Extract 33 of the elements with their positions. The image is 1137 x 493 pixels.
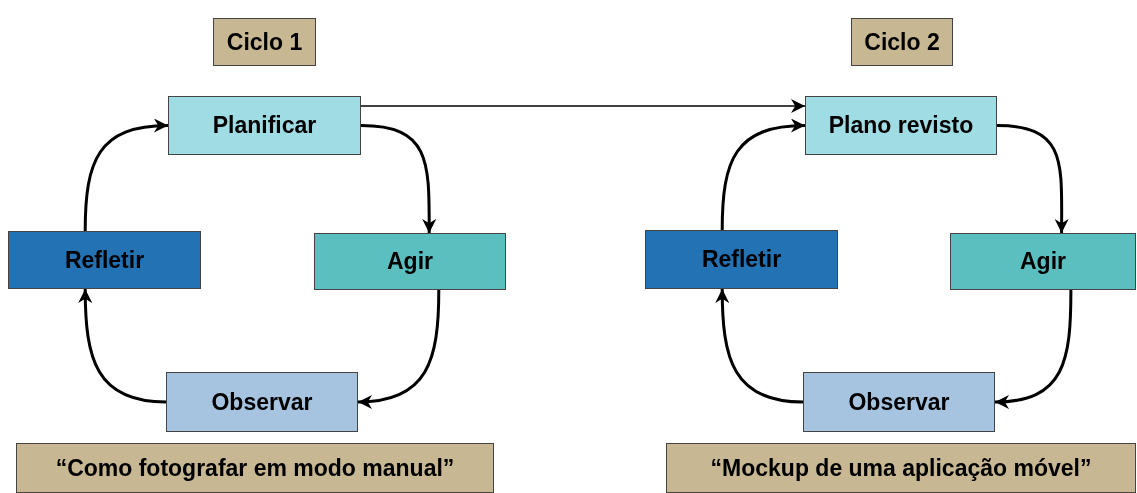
- node-label: Observar: [848, 387, 950, 417]
- process-box: [314, 233, 506, 290]
- node-label: Planificar: [212, 111, 317, 140]
- process-box: [8, 231, 201, 289]
- node-label: Plano revisto: [828, 111, 974, 140]
- process-box: [168, 96, 361, 155]
- node-label: Observar: [211, 387, 313, 417]
- title-label-box: [851, 18, 953, 66]
- node-label: “Mockup de uma aplicação móvel”: [710, 453, 1092, 483]
- arrow: [83, 119, 169, 232]
- arrow: [994, 290, 1073, 409]
- node-label: Ciclo 1: [226, 27, 303, 57]
- node-label: Agir: [387, 247, 433, 276]
- arrow: [360, 124, 437, 233]
- process-box: [803, 372, 995, 432]
- node-label: Refletir: [64, 245, 145, 275]
- arrow: [715, 288, 804, 404]
- node-label: Agir: [1020, 247, 1066, 276]
- title-label-box: [666, 443, 1136, 493]
- arrow: [360, 99, 806, 114]
- arrow: [357, 289, 441, 409]
- process-box: [645, 230, 838, 289]
- arrow: [720, 119, 806, 231]
- process-box: [805, 96, 997, 155]
- title-label-box: [213, 18, 316, 66]
- node-label: “Como fotografar em modo manual”: [55, 453, 455, 483]
- node-label: Ciclo 2: [864, 27, 940, 57]
- arrow: [996, 124, 1069, 233]
- title-label-box: [16, 443, 494, 493]
- process-box: [950, 233, 1136, 290]
- node-label: Refletir: [701, 245, 782, 274]
- arrow: [78, 288, 167, 404]
- process-box: [166, 372, 358, 432]
